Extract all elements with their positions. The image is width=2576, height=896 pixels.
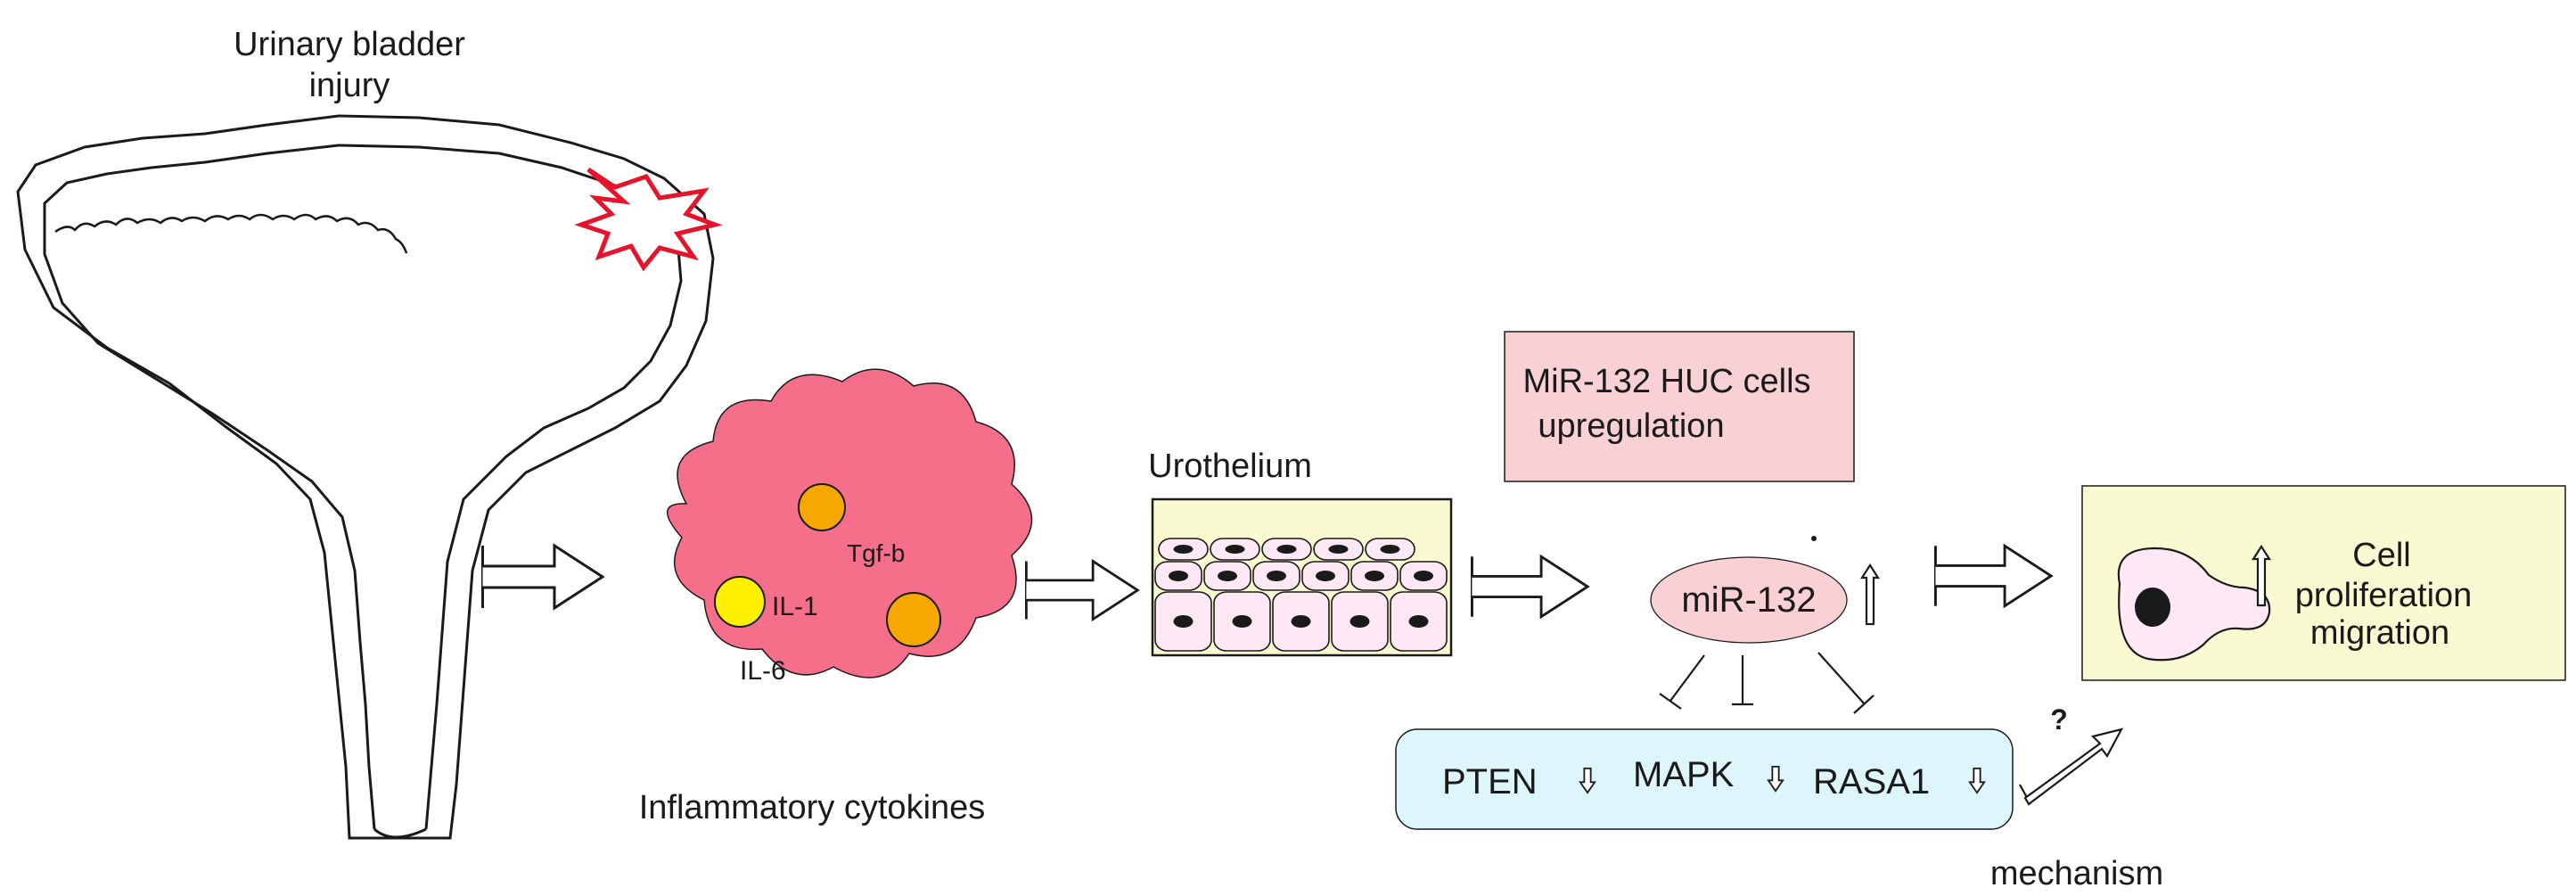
outcome-line3: migration	[2310, 614, 2449, 652]
cell-nucleus	[1173, 615, 1194, 628]
cell-nucleus	[1328, 545, 1349, 554]
mir132-label: miR-132	[1681, 580, 1816, 620]
mechanism-question: ?	[2050, 703, 2068, 736]
cell-nucleus	[1408, 615, 1429, 628]
cell-nucleus	[1173, 545, 1194, 554]
injury-star-icon	[574, 167, 723, 272]
il6-label: IL-6	[740, 656, 786, 686]
cytokines-caption: Inflammatory cytokines	[639, 789, 986, 826]
urothelium-title: Urothelium	[1148, 448, 1312, 485]
target-mapk-label: MAPK	[1633, 755, 1735, 794]
dot-mark	[1811, 536, 1817, 541]
cell-nucleus	[1169, 571, 1188, 581]
urothelium-tissue	[1151, 497, 1453, 657]
arrow-urothelium-to-mir	[1471, 555, 1589, 619]
il1-label: IL-1	[772, 592, 818, 621]
bladder-illustration: Urinary bladder injury	[16, 26, 723, 840]
bladder-title-line2: injury	[309, 67, 390, 104]
cell-nucleus	[1316, 571, 1335, 581]
migrating-cell-icon	[2117, 547, 2271, 662]
upregulation-line2: upregulation	[1538, 407, 1724, 445]
cell-nucleus	[1414, 571, 1433, 581]
mir132-ellipse	[1650, 556, 1848, 644]
arrow-mir-to-outcome	[1934, 544, 2053, 608]
cell-nucleus	[2135, 588, 2170, 627]
outcome-line2: proliferation	[2295, 577, 2473, 614]
cell-nucleus	[1380, 545, 1400, 554]
cell-nucleus	[1267, 571, 1286, 581]
target-rasa1-label: RASA1	[1813, 762, 1930, 801]
mechanism-label: mechanism	[1990, 855, 2163, 892]
bladder-inner-wall	[43, 144, 683, 830]
bladder-urethra-end	[373, 827, 427, 839]
orange-particle	[886, 592, 941, 647]
il1-particle	[714, 576, 766, 628]
cytokine-cell-body	[666, 368, 1033, 678]
upregulation-line1: MiR-132 HUC cells	[1522, 363, 1810, 400]
cell-nucleus	[1350, 615, 1370, 628]
cytokine-cell: Tgf-b IL-1 IL-6	[666, 368, 1033, 686]
arrow-cytokines-to-urothelium	[1025, 560, 1139, 621]
outcome-line1: Cell	[2352, 537, 2410, 574]
bladder-title-line1: Urinary bladder	[234, 26, 465, 63]
upregulation-box	[1504, 331, 1855, 482]
bladder-outer-wall	[16, 114, 715, 840]
arrow-bladder-to-cytokines	[481, 544, 604, 610]
urothelium-cells	[1154, 538, 1448, 652]
cell-nucleus	[1291, 615, 1311, 628]
targets-box	[1395, 728, 2014, 830]
cell-nucleus	[1218, 571, 1237, 581]
mechanism-arrow	[2019, 727, 2124, 806]
tgfb-particle	[798, 483, 846, 531]
mir132-up-arrow-icon	[1860, 563, 1880, 626]
inhibition-lines	[1659, 652, 1875, 714]
tgfb-label: Tgf-b	[847, 539, 905, 567]
cell-nucleus	[1276, 545, 1297, 554]
bladder-mucosa	[54, 213, 408, 254]
cell-nucleus	[1232, 615, 1252, 628]
cell-nucleus	[1365, 571, 1384, 581]
target-pten-label: PTEN	[1442, 762, 1538, 801]
cell-nucleus	[1225, 545, 1245, 554]
